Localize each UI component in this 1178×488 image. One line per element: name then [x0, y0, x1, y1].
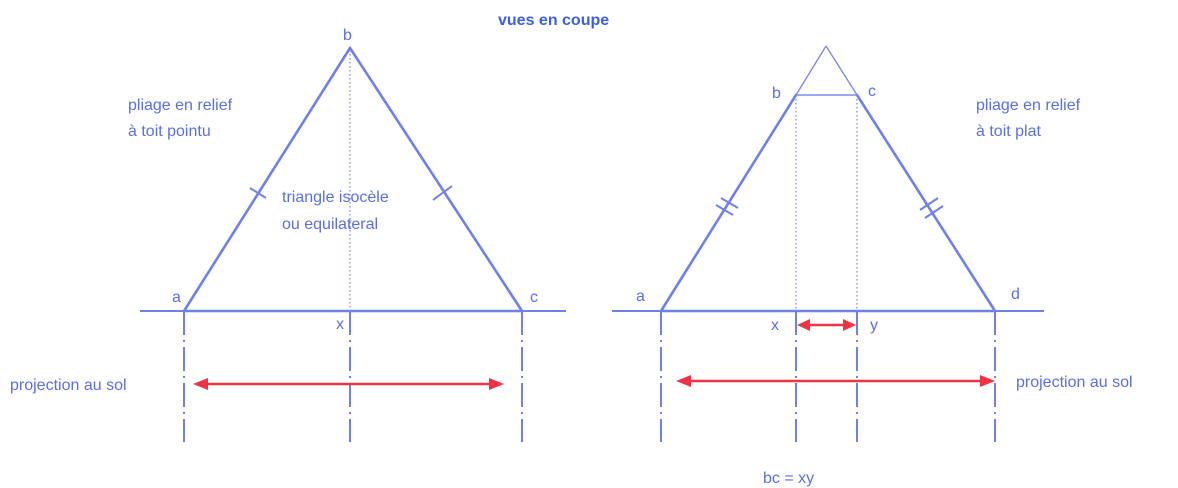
right-peak-right	[825, 45, 858, 96]
right-projection-label: projection au sol	[1016, 374, 1133, 391]
left-arrowhead-right	[489, 378, 504, 390]
left-inner-line-1: triangle isocèle	[282, 189, 389, 206]
right-figure: b c a d x y pliage en relief à toit plat…	[612, 45, 1133, 487]
left-projection-label: projection au sol	[10, 377, 127, 394]
right-side-cd	[855, 93, 997, 313]
left-side-bc	[348, 46, 524, 313]
left-tick-bc	[432, 185, 453, 201]
right-label-a: a	[636, 288, 645, 305]
left-caption-line-2: à toit pointu	[128, 123, 211, 140]
left-label-b: b	[343, 27, 352, 44]
left-inner-line-2: ou equilateral	[282, 216, 378, 233]
left-label-x: x	[336, 316, 344, 333]
right-xy-arrowhead-right	[843, 319, 856, 331]
diagram-title: vues en coupe	[498, 12, 609, 29]
right-label-y: y	[870, 317, 878, 334]
right-peak-left	[795, 45, 827, 96]
left-side-ab	[182, 46, 352, 313]
right-tick-ab-2	[720, 197, 739, 209]
right-xy-arrowhead-left	[797, 319, 810, 331]
right-label-b: b	[772, 85, 781, 102]
left-label-a: a	[172, 289, 181, 306]
right-tick-ab-1	[715, 204, 734, 216]
right-caption-line-1: pliage en relief	[976, 97, 1081, 114]
left-label-c: c	[530, 289, 538, 306]
right-arrowhead-left	[676, 375, 691, 387]
right-tick-cd-1	[919, 197, 939, 211]
left-arrowhead-left	[193, 378, 208, 390]
right-tick-cd-2	[924, 205, 944, 219]
left-caption-line-1: pliage en relief	[128, 97, 233, 114]
right-arrowhead-right	[980, 375, 995, 387]
right-caption-line-2: à toit plat	[976, 123, 1041, 140]
right-label-d: d	[1011, 286, 1020, 303]
equation-label: bc = xy	[763, 470, 814, 487]
right-label-c: c	[868, 83, 876, 100]
left-tick-ab	[249, 187, 267, 199]
right-label-x: x	[771, 317, 779, 334]
left-figure: b a c x pliage en relief à toit pointu t…	[10, 27, 566, 442]
